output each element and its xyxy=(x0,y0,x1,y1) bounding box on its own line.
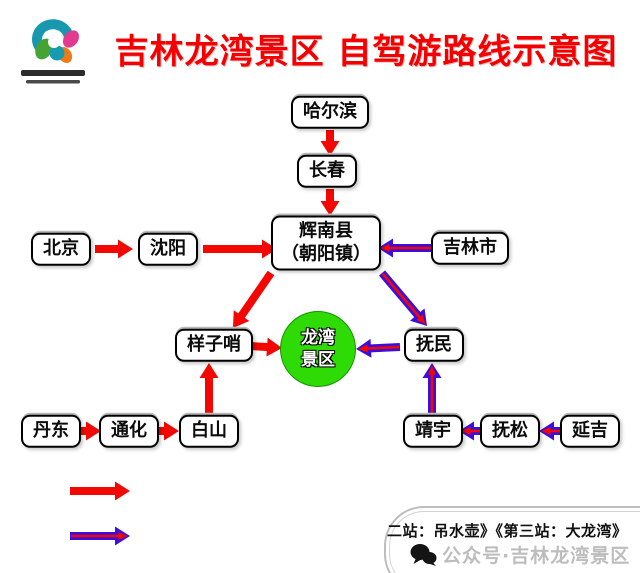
node-jingyu: 靖宇 xyxy=(403,414,463,448)
wechat-icon xyxy=(410,543,437,566)
logo-caption xyxy=(21,70,85,76)
node-dandong: 丹东 xyxy=(21,414,81,448)
node-tonghua: 通化 xyxy=(99,414,159,448)
node-huinan-line1: 辉南县 xyxy=(299,220,353,242)
node-jilin-city: 吉林市 xyxy=(431,231,509,265)
node-yangzishao: 样子哨 xyxy=(175,328,253,362)
node-changchun: 长春 xyxy=(297,154,357,188)
node-longwan-scenic-area: 龙湾 景区 xyxy=(280,311,356,387)
node-longwan-line1: 龙湾 xyxy=(301,327,335,348)
watermark-route-text: 二站：吊水壶》《第三站：大龙湾》 xyxy=(387,522,628,540)
watermark-account-text: 公众号·吉林龙湾景区 xyxy=(442,545,631,567)
node-baishan: 白山 xyxy=(179,414,239,448)
longwan-logo xyxy=(21,19,85,84)
node-fusong: 抚松 xyxy=(480,414,540,448)
node-shenyang: 沈阳 xyxy=(138,232,198,266)
node-huinan: 辉南县 （朝阳镇） xyxy=(271,215,381,271)
node-fumin: 抚民 xyxy=(404,328,464,362)
node-harbin: 哈尔滨 xyxy=(291,95,369,129)
node-longwan-line2: 景区 xyxy=(301,350,335,370)
node-beijing: 北京 xyxy=(31,232,91,266)
node-yanji: 延吉 xyxy=(560,414,620,448)
node-huinan-line2: （朝阳镇） xyxy=(281,243,371,264)
watermark: 二站：吊水壶》《第三站：大龙湾》 公众号·吉林龙湾景区 xyxy=(384,506,640,573)
page-title: 吉林龙湾景区 自驾游路线示意图 xyxy=(114,32,618,72)
